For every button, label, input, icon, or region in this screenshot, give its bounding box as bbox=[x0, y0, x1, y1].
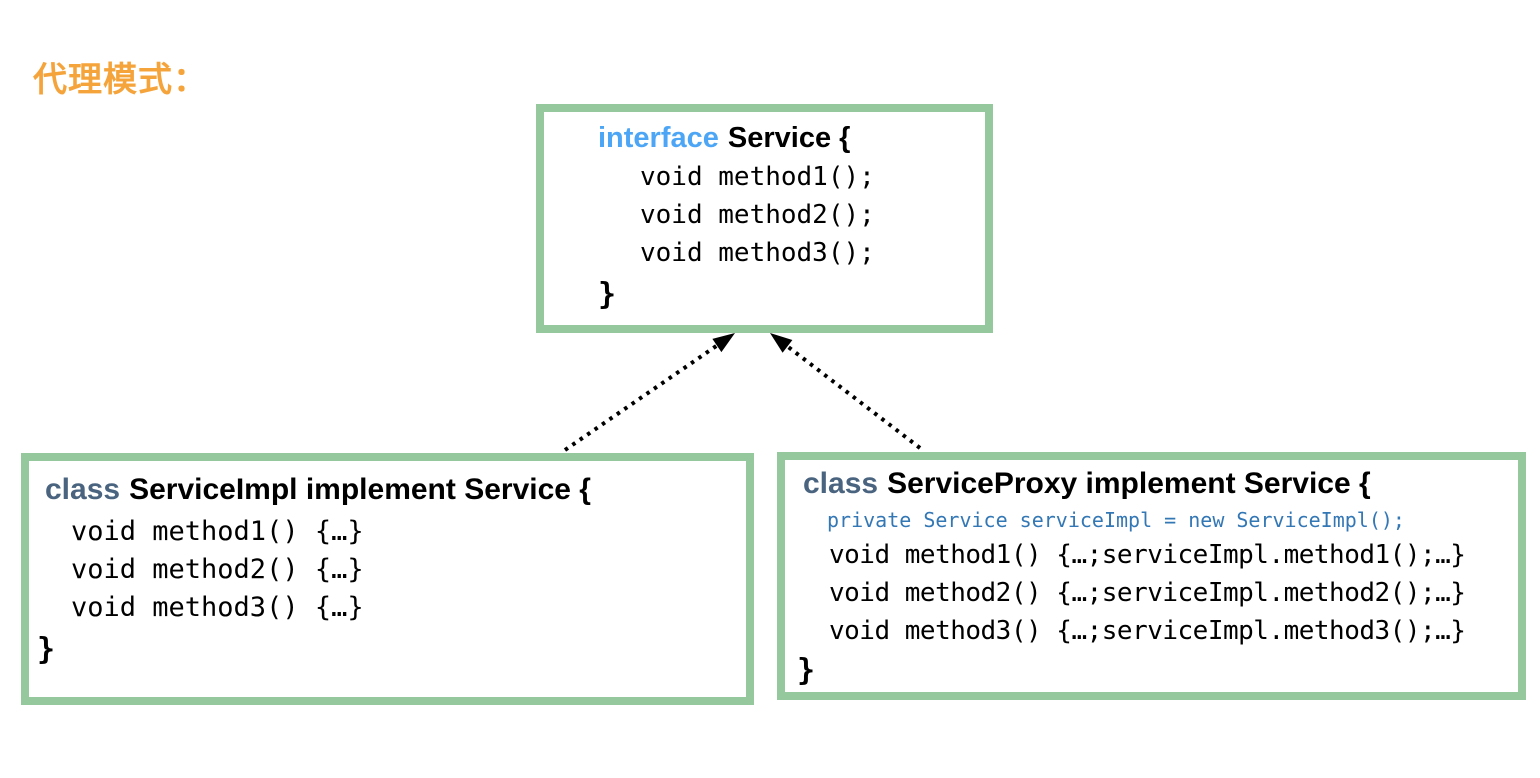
proxy-closing-brace: } bbox=[797, 653, 816, 688]
impl-method-line: void method2() {…} bbox=[71, 554, 364, 585]
arrow-impl-to-service bbox=[563, 333, 735, 452]
impl-name: ServiceImpl implement Service { bbox=[129, 473, 591, 506]
impl-method-line: void method3() {…} bbox=[71, 592, 364, 623]
page-title: 代理模式： bbox=[33, 61, 208, 99]
impl-method-line: void method1() {…} bbox=[71, 516, 364, 547]
interface-name: Service { bbox=[727, 122, 851, 154]
class-keyword: class bbox=[45, 473, 121, 506]
arrow-proxy-to-service bbox=[770, 333, 922, 450]
interface-keyword: interface bbox=[598, 122, 719, 154]
interface-method-line: void method2(); bbox=[640, 200, 875, 230]
interface-method-line: void method3(); bbox=[640, 238, 875, 268]
impl-closing-brace: } bbox=[37, 632, 56, 667]
proxy-method-line: void method1() {…;serviceImpl.method1();… bbox=[829, 540, 1466, 570]
proxy-name: ServiceProxy implement Service { bbox=[887, 467, 1371, 500]
proxy-method-line: void method3() {…;serviceImpl.method3();… bbox=[829, 616, 1466, 646]
class-keyword: class bbox=[803, 467, 879, 500]
interface-method-line: void method1(); bbox=[640, 162, 875, 192]
proxy-method-line: void method2() {…;serviceImpl.method2();… bbox=[829, 578, 1466, 608]
interface-closing-brace: } bbox=[598, 277, 617, 312]
proxy-field-line: private Service serviceImpl = new Servic… bbox=[827, 508, 1405, 532]
